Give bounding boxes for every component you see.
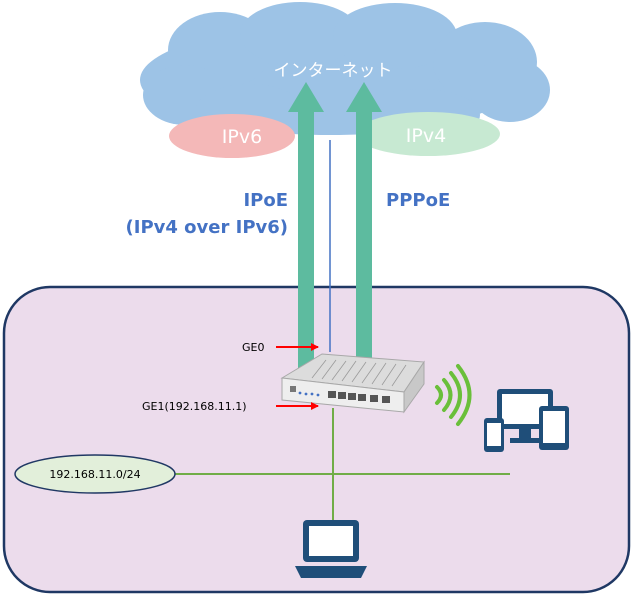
ipv6-label: IPv6 bbox=[222, 126, 262, 148]
pppoe-arrow bbox=[346, 82, 382, 370]
wifi-icon bbox=[435, 364, 472, 426]
ipoe-label: IPoE bbox=[243, 190, 288, 211]
pppoe-label: PPPoE bbox=[386, 190, 450, 211]
ipv4-bubble bbox=[356, 112, 500, 156]
client-devices-icon bbox=[484, 389, 569, 452]
ge1-label: GE1(192.168.11.1) bbox=[142, 400, 247, 413]
lan-area bbox=[2, 285, 631, 594]
subnet-label: 192.168.11.0/24 bbox=[49, 468, 140, 481]
subnet-bubble bbox=[14, 454, 176, 494]
ge0-label: GE0 bbox=[242, 341, 264, 354]
ipv6-bubble bbox=[169, 114, 295, 158]
router bbox=[280, 353, 425, 414]
ipv4-label: IPv4 bbox=[406, 125, 446, 147]
laptop-icon bbox=[295, 520, 367, 578]
ipv4-over-ipv6-label: (IPv4 over IPv6) bbox=[126, 217, 288, 238]
ipoe-arrow bbox=[288, 82, 324, 370]
internet-label: インターネット bbox=[274, 61, 393, 81]
